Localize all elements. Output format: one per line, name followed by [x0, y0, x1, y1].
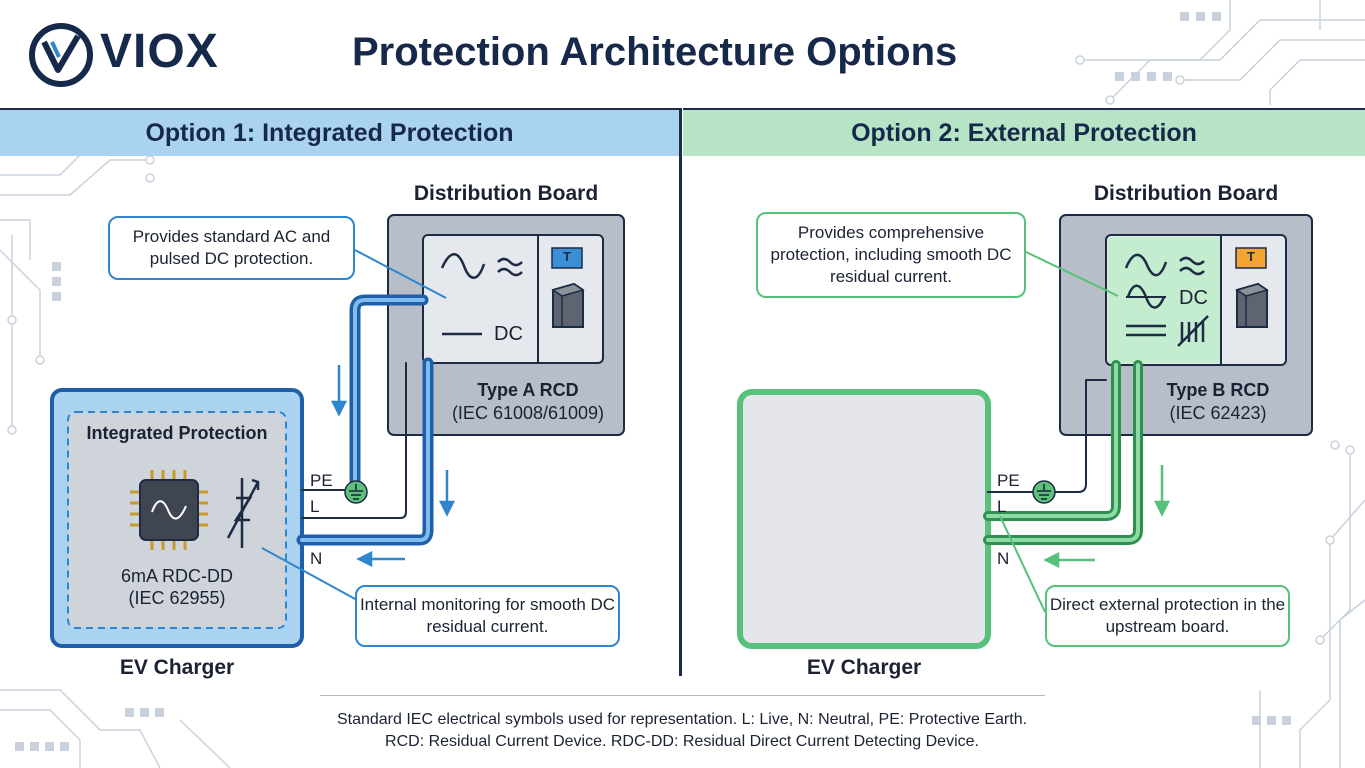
option2-rcd-name: Type B RCD: [1166, 380, 1270, 400]
option2-dc-symbol: DC: [1179, 287, 1208, 309]
option1-diagram: [50, 214, 625, 648]
option1-header: Option 1: Integrated Protection: [0, 108, 679, 156]
option1-wire-l: L: [310, 497, 320, 516]
option2-wire-n: N: [997, 549, 1010, 568]
viox-logo-icon: [29, 23, 93, 87]
option2-ev-charger-label: EV Charger: [806, 656, 922, 679]
option1-board-title: Distribution Board: [413, 182, 599, 205]
option1-integrated-title: Integrated Protection: [86, 423, 268, 443]
option2-wire-l: L: [997, 497, 1007, 516]
option1-ev-charger-label: EV Charger: [119, 656, 235, 679]
option1-switch-tag: T: [563, 249, 571, 264]
option2-rcd-standard: (IEC 62423): [1169, 403, 1267, 423]
option1-wire-n: N: [310, 549, 323, 568]
option1-dc-symbol: DC: [494, 323, 523, 345]
logo-text: VIOX: [100, 25, 219, 78]
option2-board-title: Distribution Board: [1093, 182, 1279, 205]
footer-note: Standard IEC electrical symbols used for…: [282, 709, 1082, 753]
option2-heading: Option 2: External Protection: [851, 119, 1197, 147]
page-title: Protection Architecture Options: [352, 30, 958, 74]
option1-callout-bottom: Internal monitoring for smooth DC residu…: [355, 585, 620, 647]
option2-callout-bottom: Direct external protection in the upstre…: [1045, 585, 1290, 647]
option1-rdc-standard: (IEC 62955): [128, 588, 226, 608]
option2-switch-tag: T: [1247, 249, 1255, 264]
option2-wire-pe: PE: [997, 471, 1020, 490]
option2-callout-top: Provides comprehensive protection, inclu…: [756, 212, 1026, 298]
option1-rcd-name: Type A RCD: [477, 380, 579, 400]
option2-header: Option 2: External Protection: [683, 108, 1365, 156]
footer-line-1: Standard IEC electrical symbols used for…: [336, 711, 1028, 728]
section-divider: [679, 108, 682, 676]
option2-diagram: [737, 214, 1313, 649]
footer-divider: [320, 695, 1045, 696]
option1-callout-top: Provides standard AC and pulsed DC prote…: [108, 216, 355, 280]
option1-wire-pe: PE: [310, 471, 333, 490]
option1-rcd-standard: (IEC 61008/61009): [451, 403, 605, 423]
option1-heading: Option 1: Integrated Protection: [145, 119, 514, 147]
option1-rdc-name: 6mA RDC-DD: [120, 566, 233, 586]
footer-line-2: RCD: Residual Current Device. RDC-DD: Re…: [385, 733, 979, 750]
